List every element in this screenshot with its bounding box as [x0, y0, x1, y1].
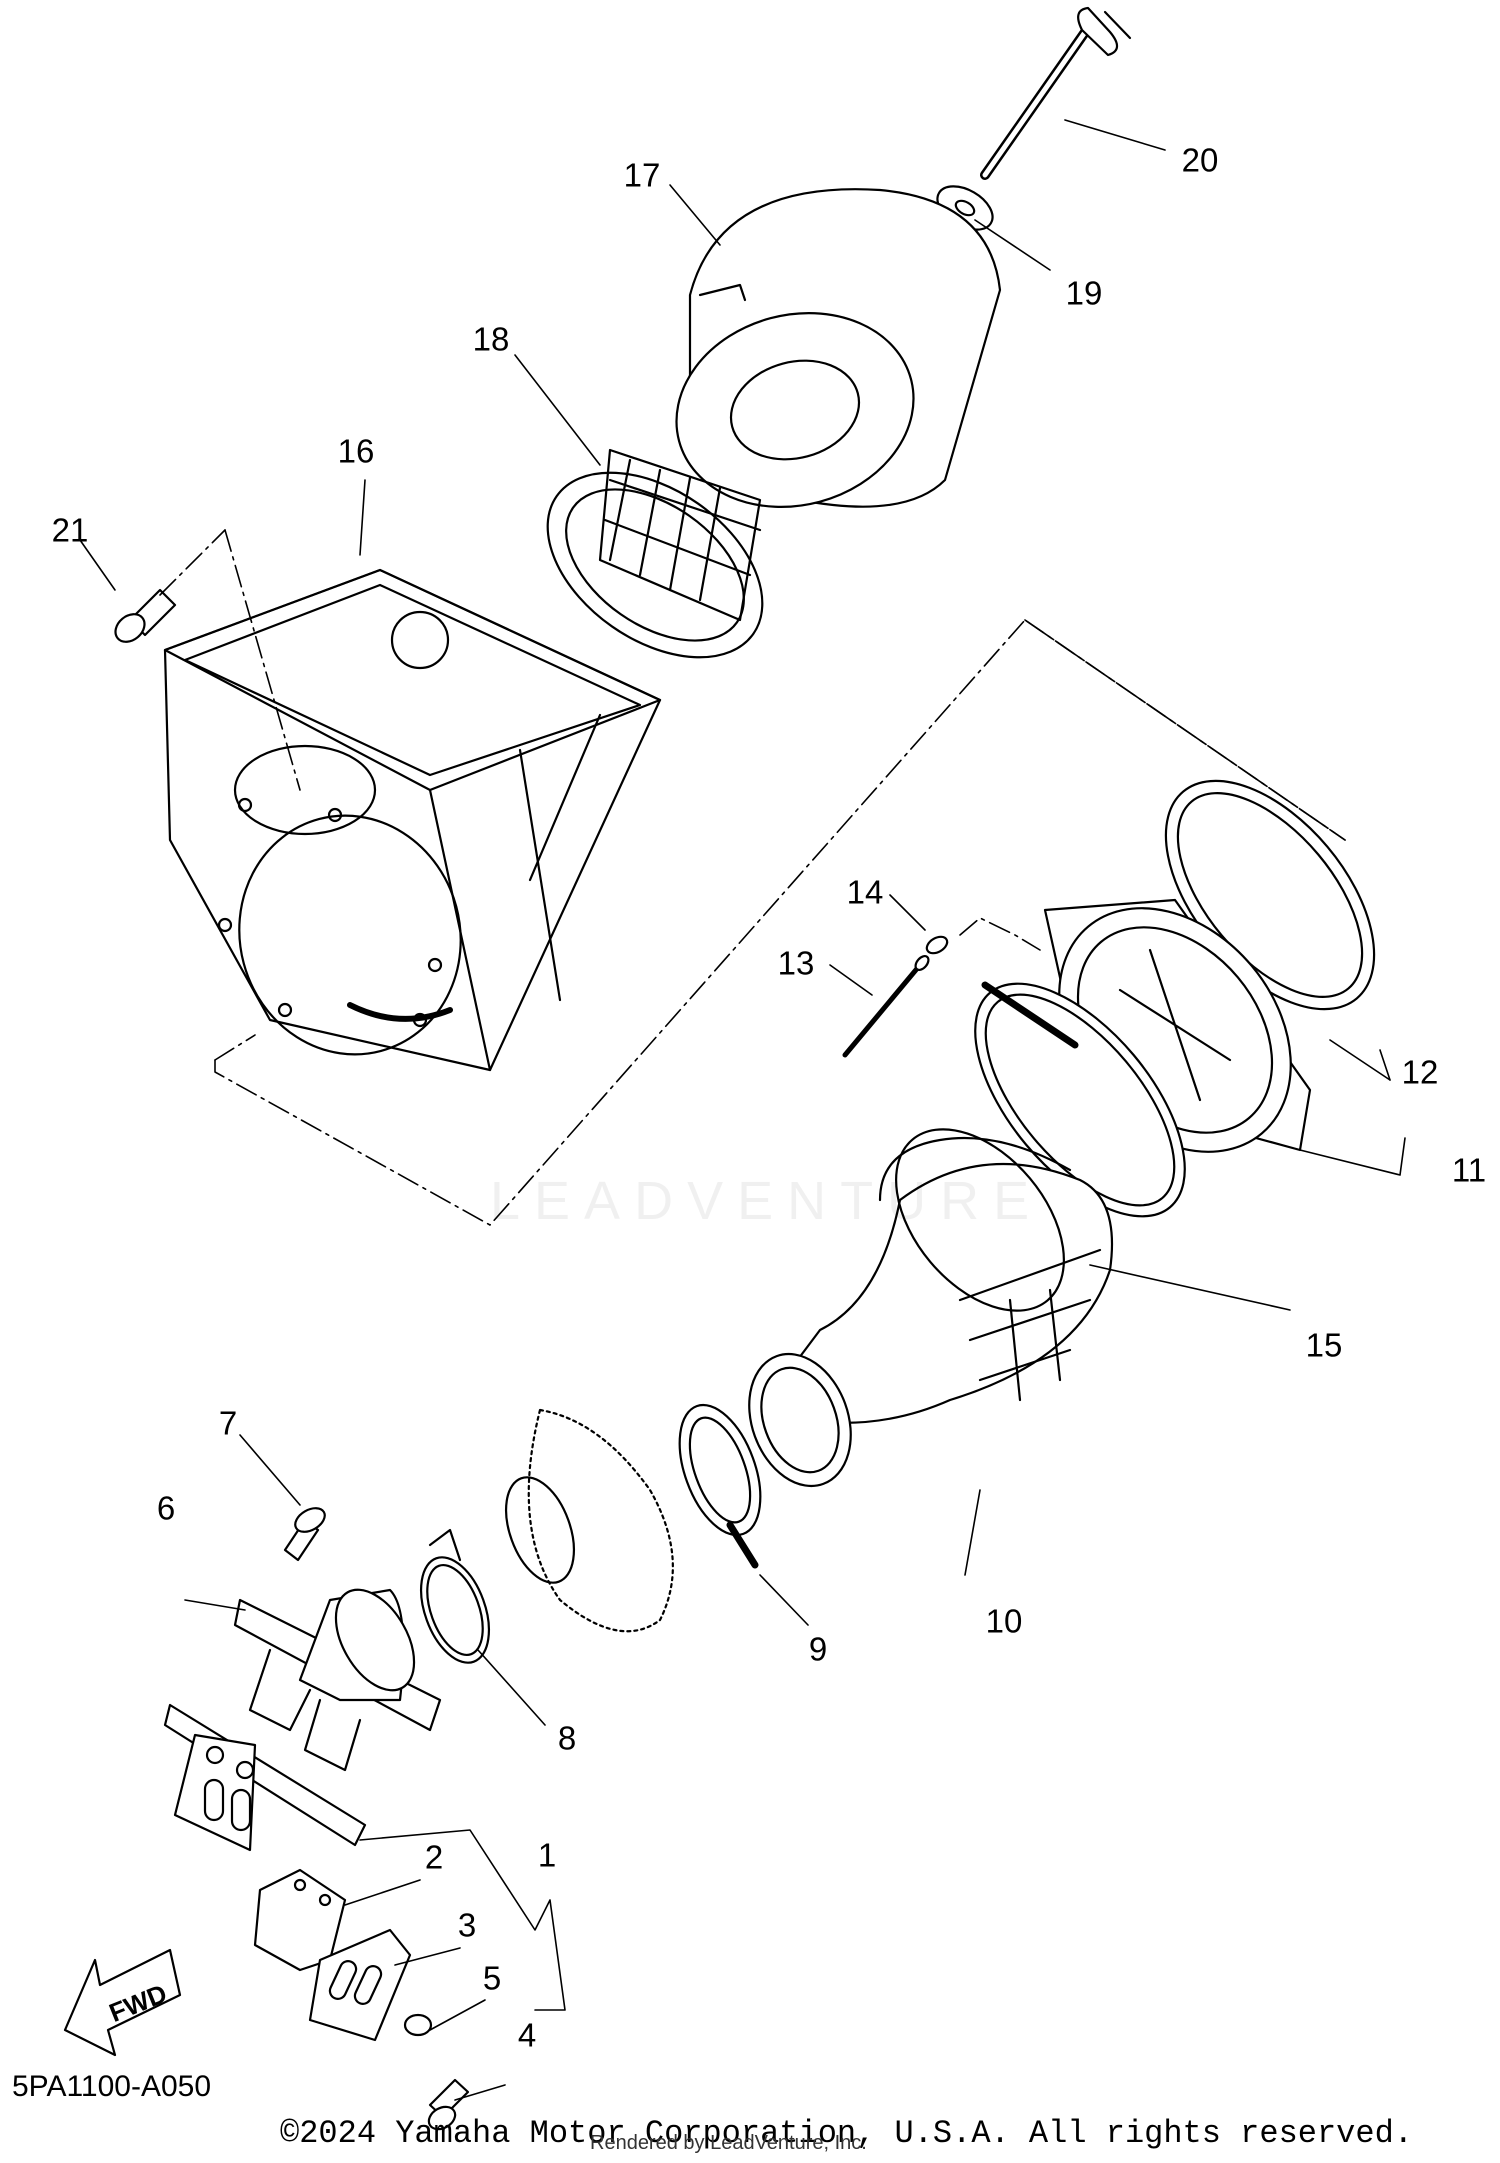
watermark: LEADVENTURE	[490, 1171, 1044, 1231]
copyright-notice: ©2024 Yamaha Motor Corporation, U.S.A. A…	[280, 2115, 1413, 2152]
callout-10[interactable]: 10	[985, 1602, 1023, 1640]
part-9-clamp	[678, 1403, 762, 1569]
callout-20[interactable]: 20	[1181, 141, 1219, 179]
part-8-hose-clamp	[420, 1528, 490, 1664]
part-6-manifold	[233, 1588, 442, 1772]
part-16-air-box	[163, 568, 662, 1072]
part-20-wing-bolt	[980, 6, 1132, 180]
callout-19[interactable]: 19	[1065, 274, 1103, 312]
part-13-pin	[842, 954, 930, 1058]
callout-3[interactable]: 3	[457, 1906, 477, 1944]
part-21-bolt	[114, 588, 177, 643]
diagram-code: 5PA1100-A050	[12, 2070, 212, 2103]
part-1-reed-valve	[163, 1703, 367, 1852]
leader-lines	[79, 119, 1406, 2101]
part-3-stopper	[308, 1928, 412, 2042]
part-14-washer	[925, 935, 949, 955]
callout-2[interactable]: 2	[424, 1838, 444, 1876]
callout-12[interactable]: 12	[1401, 1053, 1439, 1091]
callout-8[interactable]: 8	[557, 1719, 577, 1757]
callout-11[interactable]: 11	[1451, 1151, 1487, 1189]
callout-5[interactable]: 5	[482, 1959, 502, 1997]
callout-15[interactable]: 15	[1305, 1326, 1343, 1364]
assembly-boundary-lines	[159, 529, 1346, 1226]
rubber-boot	[505, 1408, 674, 1633]
part-10-intake-joint	[748, 1128, 1114, 1488]
callout-21[interactable]: 21	[51, 511, 89, 549]
part-18-filter-cage	[546, 448, 764, 659]
part-4-screw	[427, 2078, 470, 2131]
part-5-washer	[403, 2013, 433, 2037]
part-7-bolt	[283, 1507, 326, 1562]
callout-16[interactable]: 16	[337, 432, 375, 470]
callout-6[interactable]: 6	[156, 1489, 176, 1527]
callout-18[interactable]: 18	[472, 320, 510, 358]
fwd-arrow	[63, 1948, 182, 2057]
callout-7[interactable]: 7	[218, 1404, 238, 1442]
rendered-by-credit: Rendered by LeadVenture, Inc.	[590, 2132, 867, 2154]
callout-14[interactable]: 14	[846, 873, 884, 911]
part-15-clamp	[974, 981, 1186, 1218]
callout-17[interactable]: 17	[623, 156, 661, 194]
callout-13[interactable]: 13	[777, 944, 815, 982]
part-17-air-filter-element	[675, 188, 1002, 508]
callout-4[interactable]: 4	[517, 2016, 537, 2054]
callout-9[interactable]: 9	[808, 1630, 828, 1668]
callout-1[interactable]: 1	[537, 1836, 557, 1874]
